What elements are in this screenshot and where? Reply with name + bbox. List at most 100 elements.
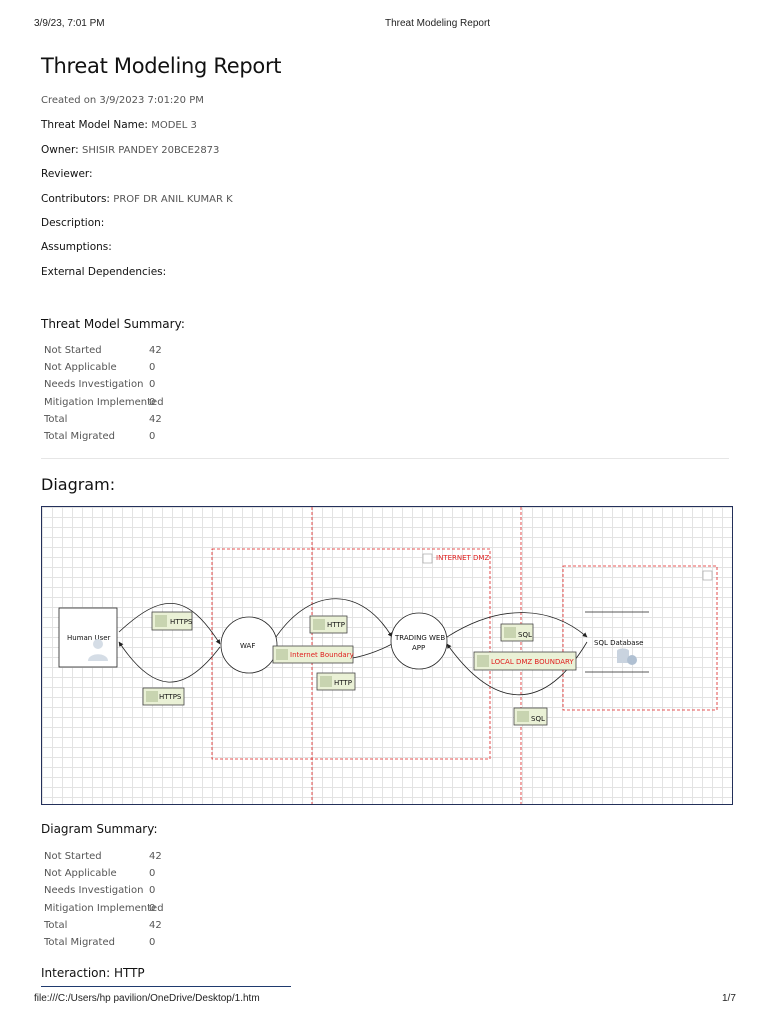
boundary-handle-icon bbox=[702, 570, 713, 581]
local-dmz-boundary-label: LOCAL DMZ BOUNDARY bbox=[473, 651, 577, 671]
stat-label: Total bbox=[44, 919, 68, 931]
flow-label-text: SQL bbox=[518, 631, 532, 639]
print-page-title: Threat Modeling Report bbox=[385, 18, 491, 29]
threat-model-diagram: INTERNET DMZ Human User WAF TRADING WEB … bbox=[41, 506, 733, 805]
stat-value: 0 bbox=[149, 362, 156, 374]
stat-label: Needs Investigation bbox=[44, 885, 144, 897]
threat-model-summary-heading: Threat Model Summary: bbox=[41, 317, 185, 331]
table-row: Total Migrated 0 bbox=[44, 431, 162, 448]
stat-value: 0 bbox=[149, 868, 156, 880]
interaction-underline bbox=[41, 986, 291, 987]
field-value: PROF DR ANIL KUMAR K bbox=[113, 194, 233, 205]
field-value: SHISIR PANDEY 20BCE2873 bbox=[81, 145, 220, 156]
created-date: Created on 3/9/2023 7:01:20 PM bbox=[41, 95, 204, 106]
sql-bottom-flow-label: SQL bbox=[513, 707, 548, 726]
interaction-heading: Interaction: HTTP bbox=[41, 966, 145, 980]
stat-label: Not Applicable bbox=[44, 868, 117, 880]
table-row: Not Applicable 0 bbox=[44, 362, 162, 379]
field-value: MODEL 3 bbox=[151, 120, 197, 131]
flow-label-text: HTTPS bbox=[159, 693, 182, 701]
diagram-canvas: INTERNET DMZ Human User WAF TRADING WEB … bbox=[58, 507, 718, 804]
boundary-handle-icon bbox=[422, 553, 433, 564]
https-top-flow-label: HTTPS bbox=[151, 611, 193, 631]
field-label: Owner: bbox=[41, 144, 79, 156]
print-date: 3/9/23, 7:01 PM bbox=[34, 18, 105, 29]
stat-label: Total Migrated bbox=[44, 936, 115, 948]
internet-boundary-label: Internet Boundary bbox=[272, 645, 354, 664]
internet-dmz-label: INTERNET DMZ bbox=[436, 554, 489, 562]
stat-value: 42 bbox=[149, 919, 162, 931]
human-user-label: Human User bbox=[67, 634, 111, 642]
table-row: Not Started 42 bbox=[44, 851, 162, 868]
table-row: Needs Investigation 0 bbox=[44, 379, 162, 396]
local-dmz-zone-boundary bbox=[562, 565, 718, 711]
field-label: Threat Model Name: bbox=[41, 119, 148, 131]
print-file-path: file:///C:/Users/hp pavilion/OneDrive/De… bbox=[34, 993, 260, 1004]
diagram-summary-heading: Diagram Summary: bbox=[41, 822, 158, 836]
field-owner: Owner: SHISIR PANDEY 20BCE2873 bbox=[41, 144, 219, 156]
boundary-label-text: Internet Boundary bbox=[290, 651, 354, 659]
flow-label-text: HTTP bbox=[334, 679, 352, 687]
field-label: Reviewer: bbox=[41, 168, 93, 180]
trading-web-app-process bbox=[390, 612, 448, 670]
table-row: Total 42 bbox=[44, 414, 162, 431]
boundary-label-text: LOCAL DMZ BOUNDARY bbox=[491, 658, 574, 666]
section-divider bbox=[41, 458, 729, 459]
waf-label: WAF bbox=[240, 642, 255, 650]
stat-value: 42 bbox=[149, 413, 162, 425]
diagram-heading: Diagram: bbox=[41, 475, 116, 494]
https-flow-bottom bbox=[118, 641, 221, 683]
field-description: Description: bbox=[41, 217, 104, 229]
report-title: Threat Modeling Report bbox=[41, 54, 282, 78]
trading-web-app-label-line1: TRADING WEB bbox=[394, 634, 445, 642]
stat-value: 0 bbox=[149, 430, 156, 442]
sql-top-flow-label: SQL bbox=[500, 623, 534, 642]
print-page-number: 1/7 bbox=[722, 993, 736, 1004]
stat-value: 0 bbox=[149, 885, 156, 897]
flow-label-text: HTTP bbox=[327, 621, 345, 629]
https-bottom-flow-label: HTTPS bbox=[142, 687, 185, 706]
field-reviewer: Reviewer: bbox=[41, 168, 93, 180]
waf-process bbox=[220, 616, 278, 674]
sql-db-label: SQL Database bbox=[594, 639, 643, 647]
field-label: Contributors: bbox=[41, 193, 110, 205]
flow-label-text: HTTPS bbox=[170, 618, 193, 626]
stat-label: Mitigation Implemented bbox=[44, 396, 164, 408]
http-bottom-flow-label: HTTP bbox=[316, 672, 356, 691]
sql-flow-top bbox=[446, 612, 588, 638]
stat-value: 0 bbox=[149, 936, 156, 948]
stat-value: 0 bbox=[149, 379, 156, 391]
table-row: Total 42 bbox=[44, 920, 162, 937]
field-contributors: Contributors: PROF DR ANIL KUMAR K bbox=[41, 193, 233, 205]
field-external-dependencies: External Dependencies: bbox=[41, 266, 166, 278]
table-row: Needs Investigation 0 bbox=[44, 885, 162, 902]
database-icon bbox=[617, 648, 637, 665]
stat-label: Total Migrated bbox=[44, 430, 115, 442]
stat-value: 42 bbox=[149, 345, 162, 356]
https-flow-top bbox=[118, 602, 221, 645]
trading-web-app-label-line2: APP bbox=[412, 644, 425, 652]
stat-value: 0 bbox=[149, 396, 156, 408]
field-label: Assumptions: bbox=[41, 241, 112, 253]
http-top-flow-label: HTTP bbox=[309, 615, 348, 634]
stat-value: 0 bbox=[149, 902, 156, 914]
field-assumptions: Assumptions: bbox=[41, 241, 112, 253]
table-row: Not Applicable 0 bbox=[44, 868, 162, 885]
human-user-entity bbox=[58, 607, 118, 668]
stat-label: Total bbox=[44, 413, 68, 425]
stat-label: Mitigation Implemented bbox=[44, 902, 164, 914]
field-threat-model-name: Threat Model Name: MODEL 3 bbox=[41, 119, 197, 131]
stat-label: Not Started bbox=[44, 851, 102, 862]
flow-label-text: SQL bbox=[531, 715, 545, 723]
stat-label: Needs Investigation bbox=[44, 379, 144, 391]
stat-label: Not Started bbox=[44, 345, 102, 356]
table-row: Not Started 42 bbox=[44, 345, 162, 362]
field-label: External Dependencies: bbox=[41, 266, 167, 278]
http-flow-top bbox=[275, 598, 393, 638]
field-label: Description: bbox=[41, 217, 105, 229]
table-row: Total Migrated 0 bbox=[44, 937, 162, 954]
stat-value: 42 bbox=[149, 851, 162, 862]
stat-label: Not Applicable bbox=[44, 362, 117, 374]
